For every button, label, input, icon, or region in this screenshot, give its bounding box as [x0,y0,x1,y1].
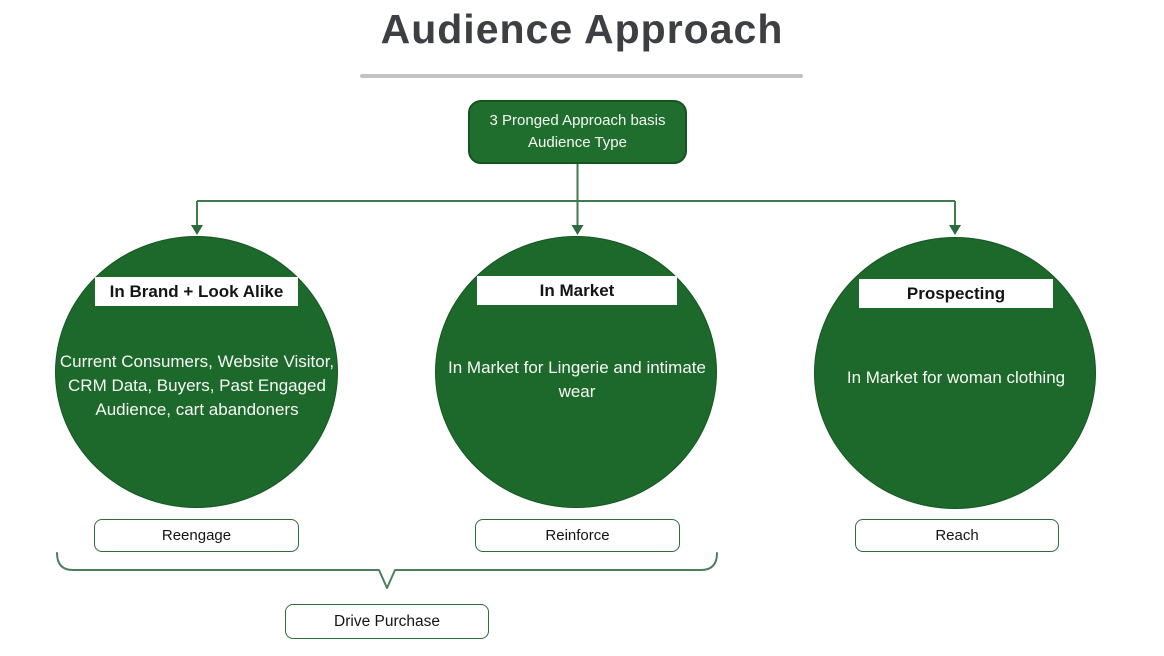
circle-header-prospecting: Prospecting [859,279,1053,308]
circle-description-in-brand: Current Consumers, Website Visitor, CRM … [59,352,335,419]
arrow-down-icon [571,225,584,235]
arrow-down-icon [949,225,961,235]
circle-description-in-market: In Market for Lingerie and intimate wear [448,358,706,401]
arrow-down-icon [191,225,203,235]
circle-header-in-market: In Market [477,276,677,305]
drive-purchase-box: Drive Purchase [285,604,489,639]
action-box-reengage: Reengage [94,519,299,552]
action-box-reach: Reach [855,519,1059,552]
title-divider [360,74,803,78]
page-title: Audience Approach [380,6,784,52]
grouping-brace [56,552,718,589]
root-node: 3 Pronged Approach basis Audience Type [468,100,687,164]
circle-header-in-brand: In Brand + Look Alike [95,277,298,306]
action-box-reinforce: Reinforce [475,519,680,552]
circle-description-prospecting: In Market for woman clothing [846,368,1066,387]
